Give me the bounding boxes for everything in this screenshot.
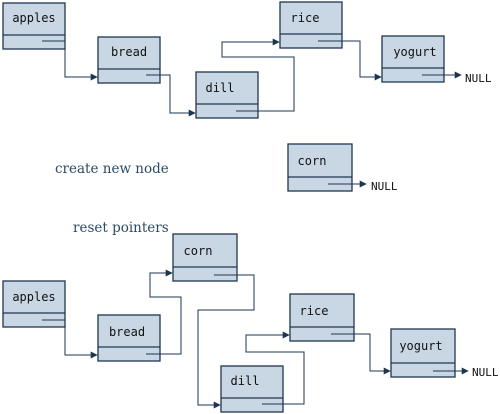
top-node-rice: rice <box>279 1 343 49</box>
pointer-bread-to-corn <box>146 269 182 355</box>
node-label: corn <box>298 154 327 168</box>
pointer-rice-to-yogurt <box>318 40 382 81</box>
node-label: bread <box>111 45 147 59</box>
node-label: yogurt <box>393 45 436 59</box>
caption-create-new-node: create new node <box>55 161 169 177</box>
node-label: yogurt <box>399 339 442 353</box>
bottom-node-rice: rice <box>289 293 355 342</box>
bottom-node-dill: dill <box>220 365 284 413</box>
bottom-node-bread: bread <box>97 314 161 362</box>
node-label: apples <box>12 11 55 25</box>
null-label: NULL <box>472 366 499 379</box>
bottom-node-apples: apples <box>2 280 66 328</box>
bottom-node-yogurt: yogurt <box>390 328 456 378</box>
node-label: corn <box>184 244 213 258</box>
node-label: apples <box>12 290 55 304</box>
pointer-rice-to-yogurt <box>331 333 391 375</box>
pointer-dill-to-rice <box>221 38 295 112</box>
pointer-bread-to-dill <box>146 74 196 117</box>
caption-reset-pointers: reset pointers <box>73 220 169 236</box>
null-label: NULL <box>465 72 492 85</box>
top-node-bread: bread <box>97 36 161 84</box>
node-label: bread <box>109 325 145 339</box>
null-label: NULL <box>371 180 398 193</box>
top-node-yogurt: yogurt <box>381 35 445 83</box>
pointer-corn-to-dill <box>197 274 255 409</box>
top-node-apples: apples <box>2 2 66 50</box>
top-node-dill: dill <box>195 71 259 119</box>
node-label: dill <box>206 81 235 95</box>
node-label: dill <box>231 374 260 388</box>
pointer-dill-to-rice <box>245 331 305 405</box>
node-label: rice <box>300 304 329 318</box>
bottom-node-corn: corn <box>172 233 238 282</box>
node-label: rice <box>291 11 320 25</box>
new-node-corn: corn <box>287 143 353 192</box>
pointer-apples-to-bread <box>42 40 98 81</box>
pointer-apples-to-bread <box>42 319 98 359</box>
